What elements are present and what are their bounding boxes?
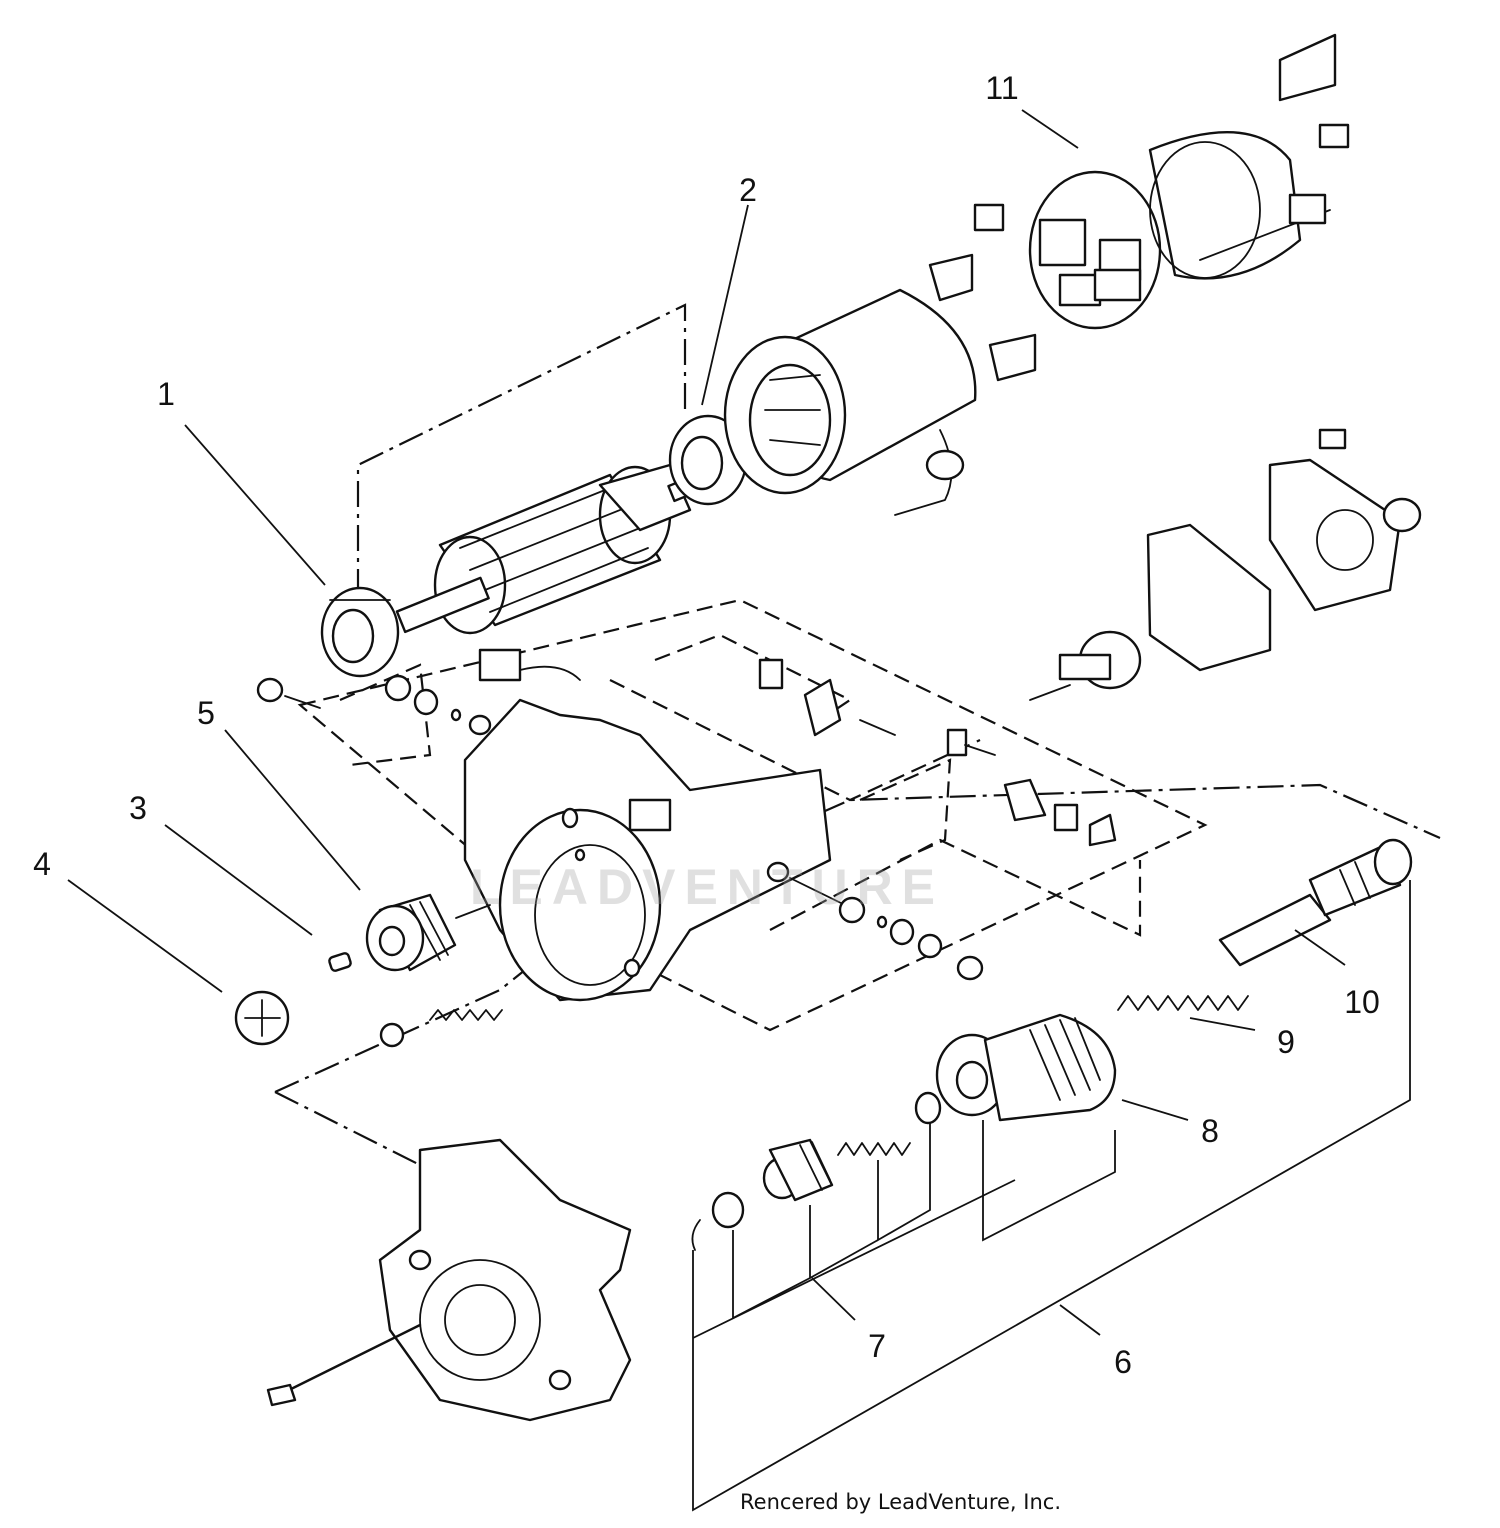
callout-1: 1 (157, 376, 175, 412)
spring-9 (1117, 995, 1249, 1011)
callout-7: 7 (868, 1328, 886, 1364)
center-small-parts (766, 861, 984, 981)
callout-3: 3 (129, 790, 147, 826)
bracket-6 (692, 880, 1411, 1512)
spring-7 (837, 1142, 911, 1156)
callout-11: 11 (985, 70, 1019, 106)
callout-9: 9 (1277, 1024, 1295, 1060)
roller (328, 952, 352, 972)
overrunning-clutch (935, 1013, 1117, 1122)
yoke-field-frame (723, 253, 1037, 516)
callout-8: 8 (1201, 1113, 1219, 1149)
pinion-shaft (1218, 838, 1413, 967)
callout-4: 4 (33, 846, 51, 882)
rendered-by-credit: Rencered by LeadVenture, Inc. (740, 1490, 1061, 1514)
bracket-8 (982, 1120, 1116, 1242)
collar (711, 1191, 745, 1229)
pinion-gear (762, 1138, 834, 1202)
bearing-1 (320, 586, 400, 678)
armature-group-bracket (356, 303, 687, 595)
callout-10: 10 (1344, 984, 1380, 1020)
plunger (1029, 630, 1142, 701)
retainer (234, 990, 290, 1046)
field-housing (463, 698, 832, 1002)
idler-gear (365, 893, 491, 972)
contact-hardware (478, 648, 1117, 847)
brush-holder (1028, 170, 1162, 330)
gasket-plates (1146, 428, 1422, 672)
end-cover (973, 33, 1350, 280)
callout-2: 2 (739, 172, 757, 208)
watermark: LEADVENTURE (470, 859, 945, 915)
drive-end-frame (378, 1138, 632, 1422)
washer (914, 1091, 942, 1125)
through-bolt (266, 1323, 422, 1407)
steel-ball (379, 1022, 405, 1048)
snap-ring (691, 1219, 701, 1251)
callout-5: 5 (197, 695, 215, 731)
armature (395, 463, 715, 635)
gear-spring (429, 1009, 503, 1021)
left-small-hardware (256, 674, 492, 736)
callout-6: 6 (1114, 1344, 1132, 1380)
